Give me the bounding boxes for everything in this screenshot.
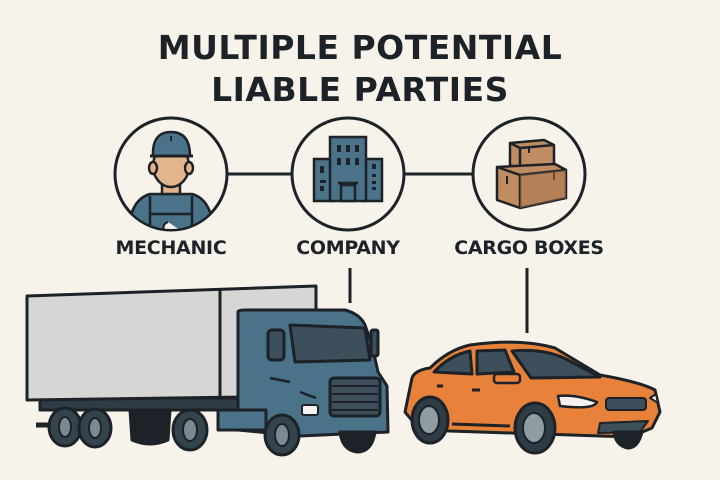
connector-lines xyxy=(228,172,529,333)
car-icon xyxy=(403,340,662,455)
office-building-icon xyxy=(290,116,406,232)
label-mechanic: MECHANIC xyxy=(115,237,227,259)
cardboard-boxes-icon xyxy=(471,116,587,232)
truck-icon xyxy=(25,284,390,457)
mechanic-icon xyxy=(113,116,229,232)
label-cargo-boxes: CARGO BOXES xyxy=(454,237,604,259)
label-company: COMPANY xyxy=(296,237,400,259)
page-title-line-1: MULTIPLE POTENTIAL xyxy=(157,28,563,67)
page-title-line-2: LIABLE PARTIES xyxy=(211,70,509,109)
